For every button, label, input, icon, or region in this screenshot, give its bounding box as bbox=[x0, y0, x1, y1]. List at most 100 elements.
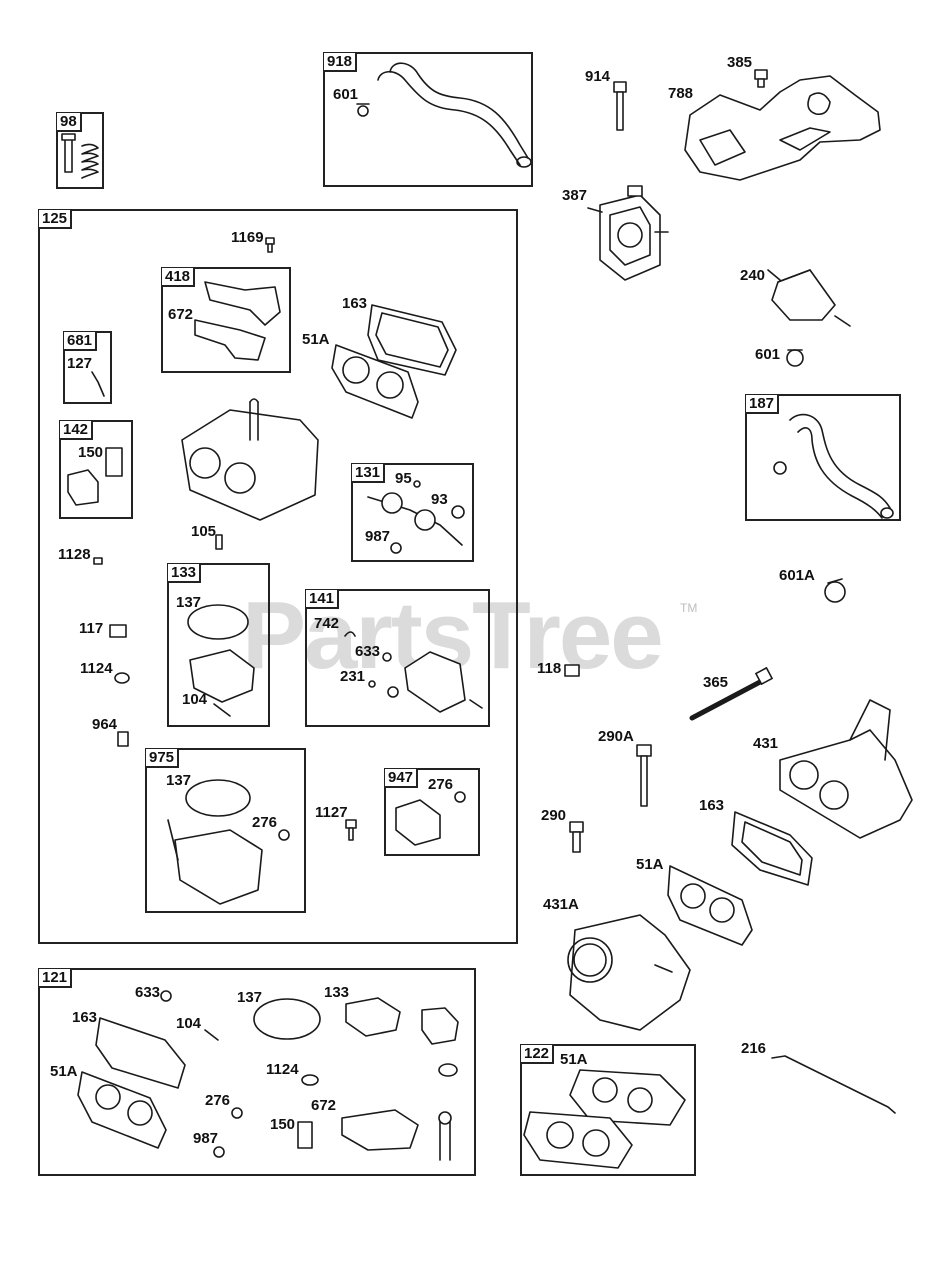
callout-276: 276 bbox=[205, 1092, 231, 1109]
callout-93: 93 bbox=[431, 491, 448, 508]
bolt-385-illustration bbox=[754, 69, 768, 88]
box-125-label: 125 bbox=[39, 210, 73, 229]
clamp-601a-illustration bbox=[824, 578, 846, 603]
callout-216: 216 bbox=[741, 1040, 767, 1057]
callout-1128: 1128 bbox=[58, 546, 91, 563]
callout-1124: 1124 bbox=[80, 660, 113, 677]
callout-914: 914 bbox=[585, 68, 611, 85]
fitting-1169-illustration bbox=[265, 237, 275, 253]
kit-121-illustrations bbox=[77, 990, 459, 1161]
callout-51a: 51A bbox=[636, 856, 664, 873]
needle-127-illustration bbox=[91, 371, 105, 397]
box-121-label: 121 bbox=[39, 969, 73, 988]
box-975-label: 975 bbox=[146, 749, 180, 768]
callout-633: 633 bbox=[355, 643, 381, 660]
float-bowl-kit-133-illustration bbox=[187, 604, 255, 717]
callout-987: 987 bbox=[365, 528, 391, 545]
box-98: 98 bbox=[56, 112, 104, 189]
screw-105-illustration bbox=[215, 534, 223, 550]
fitting-118-illustration bbox=[564, 664, 580, 677]
carburetor-body-illustration bbox=[181, 398, 319, 521]
intake-adapter-431-illustration bbox=[779, 699, 913, 839]
hose-187-illustration bbox=[773, 413, 894, 519]
box-122: 122 bbox=[520, 1044, 696, 1176]
plate-418-illustration bbox=[194, 281, 281, 361]
callout-118: 118 bbox=[537, 660, 562, 677]
box-141-label: 141 bbox=[306, 590, 340, 609]
float-bowl-975-illustration bbox=[167, 779, 290, 905]
gasket-163-top-illustration bbox=[367, 304, 457, 376]
gasket-51a-top-illustration bbox=[331, 344, 419, 419]
bolt-290-illustration bbox=[569, 821, 584, 853]
box-142: 142 bbox=[59, 420, 133, 519]
callout-104: 104 bbox=[176, 1015, 202, 1032]
box-918: 918 bbox=[323, 52, 533, 187]
box-187: 187 bbox=[745, 394, 901, 521]
callout-964: 964 bbox=[92, 716, 118, 733]
oring-1124-illustration bbox=[114, 672, 130, 684]
box-125: 125 bbox=[38, 209, 518, 944]
callout-51a: 51A bbox=[560, 1051, 588, 1068]
kit-122-illustrations bbox=[523, 1069, 686, 1169]
rod-216-illustration bbox=[771, 1055, 896, 1114]
callout-385: 385 bbox=[727, 54, 753, 71]
screw-spring-illustration bbox=[61, 133, 99, 179]
callout-150: 150 bbox=[78, 444, 104, 461]
callout-127: 127 bbox=[67, 355, 93, 372]
callout-95: 95 bbox=[395, 470, 412, 487]
callout-672: 672 bbox=[311, 1097, 337, 1114]
box-918-label: 918 bbox=[324, 53, 358, 72]
callout-137: 137 bbox=[166, 772, 192, 789]
callout-163: 163 bbox=[72, 1009, 98, 1026]
gasket-51a-right-illustration bbox=[667, 865, 753, 946]
callout-601: 601 bbox=[755, 346, 781, 363]
callout-1124: 1124 bbox=[266, 1061, 299, 1078]
box-681-label: 681 bbox=[64, 332, 98, 351]
callout-276: 276 bbox=[252, 814, 278, 831]
callout-1127: 1127 bbox=[315, 804, 348, 821]
box-681: 681 bbox=[63, 331, 112, 404]
gasket-163-right-illustration bbox=[731, 811, 813, 886]
callout-987: 987 bbox=[193, 1130, 219, 1147]
hose-918-illustration bbox=[356, 62, 532, 168]
box-133-label: 133 bbox=[168, 564, 202, 583]
shaft-131-illustration bbox=[367, 480, 465, 554]
screw-1128-illustration bbox=[93, 557, 103, 565]
callout-431a: 431A bbox=[543, 896, 579, 913]
callout-240: 240 bbox=[740, 267, 766, 284]
bolt-914-illustration bbox=[613, 81, 627, 131]
box-947: 947 bbox=[384, 768, 480, 856]
box-121: 121 bbox=[38, 968, 476, 1176]
solenoid-142-illustration bbox=[67, 447, 123, 506]
solenoid-947-illustration bbox=[395, 791, 466, 846]
callout-51a: 51A bbox=[302, 331, 330, 348]
callout-742: 742 bbox=[314, 615, 340, 632]
callout-163: 163 bbox=[699, 797, 725, 814]
watermark-trademark: TM bbox=[680, 601, 698, 615]
callout-601: 601 bbox=[333, 86, 359, 103]
box-418: 418 bbox=[161, 267, 291, 373]
callout-105: 105 bbox=[191, 523, 217, 540]
clamp-601-illustration bbox=[786, 349, 804, 367]
callout-133: 133 bbox=[324, 984, 350, 1001]
callout-276: 276 bbox=[428, 776, 454, 793]
lever-kit-141-illustration bbox=[344, 631, 483, 713]
box-133: 133 bbox=[167, 563, 270, 727]
callout-1169: 1169 bbox=[231, 229, 264, 246]
bracket-788-illustration bbox=[684, 75, 881, 181]
box-187-label: 187 bbox=[746, 395, 780, 414]
throttle-body-431a-illustration bbox=[567, 914, 691, 1031]
fitting-117-illustration bbox=[109, 624, 127, 638]
callout-431: 431 bbox=[753, 735, 779, 752]
callout-365: 365 bbox=[703, 674, 729, 691]
callout-137: 137 bbox=[237, 989, 263, 1006]
callout-290a: 290A bbox=[598, 728, 634, 745]
box-122-label: 122 bbox=[521, 1045, 555, 1064]
bolt-365-illustration bbox=[689, 667, 773, 721]
box-947-label: 947 bbox=[385, 769, 419, 788]
callout-163: 163 bbox=[342, 295, 368, 312]
callout-290: 290 bbox=[541, 807, 567, 824]
bolt-290a-illustration bbox=[636, 744, 652, 807]
